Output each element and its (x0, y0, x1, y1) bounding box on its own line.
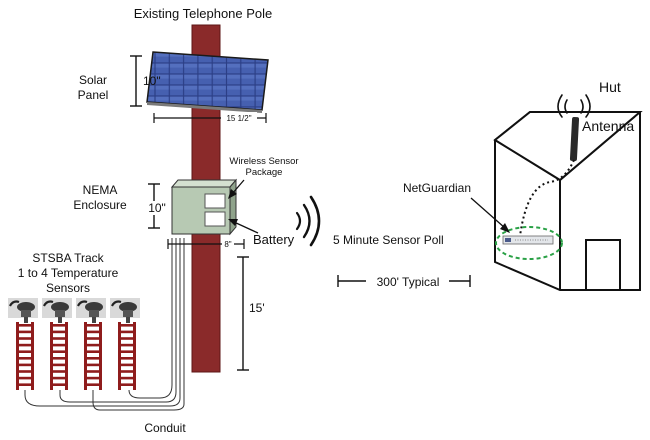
track-3 (84, 322, 102, 390)
battery-arrow (228, 219, 259, 234)
wsp-label-line1: Wireless Sensor (229, 156, 298, 167)
solar-width-label: 15 1/2" (226, 114, 251, 123)
hut-label: Hut (599, 79, 621, 95)
netguardian-unit (502, 235, 554, 245)
sensor-package-box (204, 193, 226, 209)
distance-dimension (337, 275, 471, 287)
track-label-line2: 1 to 4 Temperature (18, 266, 119, 280)
battery-label: Battery (253, 232, 295, 247)
conduit-label: Conduit (144, 421, 186, 435)
nema-height-label: 10" (148, 201, 166, 215)
radio-waves-icon (295, 195, 321, 247)
battery-box (204, 211, 226, 227)
solar-height-label: 10" (143, 74, 161, 88)
solar-label-line2: Panel (78, 88, 109, 102)
hut-door (585, 239, 621, 291)
sensor-tracks (8, 298, 140, 390)
temperature-sensor-icon (8, 298, 38, 323)
nema-label-line1: NEMA (83, 183, 118, 197)
solar-label-line1: Solar (79, 73, 107, 87)
track-label-line1: STSBA Track (32, 251, 104, 265)
pole-height-dimension (237, 256, 249, 371)
antenna-icon (557, 94, 591, 162)
netguardian-label: NetGuardian (403, 181, 471, 195)
temperature-sensor-icon (42, 298, 72, 323)
netguardian-highlight (495, 226, 563, 260)
nema-label-line2: Enclosure (73, 198, 127, 212)
track-2 (50, 322, 68, 390)
wsp-arrow (228, 179, 245, 199)
poll-label: 5 Minute Sensor Poll (333, 233, 444, 247)
distance-label: 300' Typical (377, 275, 440, 289)
temperature-sensor-icon (110, 298, 140, 323)
track-4 (118, 322, 136, 390)
wsp-label-line2: Package (246, 167, 283, 178)
pole-label: Existing Telephone Pole (134, 6, 273, 21)
pole-height-label: 15' (249, 301, 265, 315)
nema-width-label: 8" (224, 240, 231, 249)
nema-enclosure (170, 178, 238, 236)
track-1 (16, 322, 34, 390)
track-label-line3: Sensors (46, 281, 90, 295)
temperature-sensor-icon (76, 298, 106, 323)
solar-panel (146, 51, 269, 113)
antenna-cable (519, 159, 575, 237)
conduit-wires (24, 238, 185, 411)
solar-height-dimension (130, 55, 142, 107)
netguardian-arrow (470, 197, 510, 233)
antenna-label: Antenna (582, 118, 634, 134)
